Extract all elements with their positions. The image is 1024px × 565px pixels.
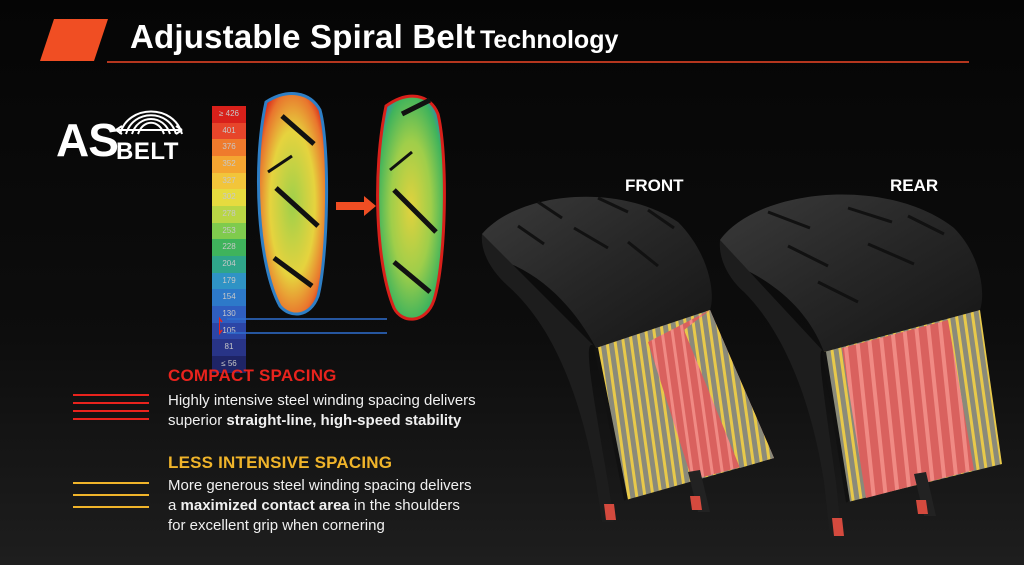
- heatmap-height-indicator: [219, 317, 387, 335]
- title-rule: [107, 61, 969, 63]
- transition-arrow-icon: [336, 196, 376, 216]
- less-spacing-lines: [73, 482, 149, 514]
- scale-cell: 204: [212, 255, 246, 273]
- heatmap-before: [257, 92, 329, 316]
- less-line1: More generous steel winding spacing deli…: [168, 477, 472, 494]
- less-line2-bold: maximized contact area: [180, 497, 350, 514]
- header-accent-shape: [40, 19, 108, 61]
- scale-cell: ≥ 426: [212, 106, 246, 123]
- less-line2-pre: a: [168, 497, 181, 514]
- less-spacing-heading: LESS INTENSIVE SPACING: [168, 453, 393, 472]
- less-spacing-description: More generous steel winding spacing deli…: [168, 476, 548, 536]
- front-tire-label: FRONT: [625, 176, 684, 195]
- front-tire: [481, 196, 774, 522]
- compact-line1: Highly intensive steel winding spacing d…: [168, 392, 476, 409]
- scale-cell: 179: [212, 272, 246, 290]
- compact-spacing-heading: COMPACT SPACING: [168, 366, 337, 385]
- logo-belt-text: BELT: [116, 138, 179, 165]
- compact-spacing-description: Highly intensive steel winding spacing d…: [168, 391, 528, 431]
- logo-as-text: AS: [56, 114, 119, 166]
- heatmap-after: [376, 94, 446, 321]
- scale-cell: 105: [212, 322, 246, 340]
- scale-cell: 302: [212, 189, 246, 206]
- scale-cell: 327: [212, 172, 246, 190]
- less-line3: for excellent grip when cornering: [168, 517, 385, 534]
- scale-cell: 81: [212, 339, 246, 356]
- rear-tire: [719, 194, 1002, 538]
- scale-cell: 253: [212, 222, 246, 240]
- belt-arc-icon: [115, 110, 183, 135]
- scale-cell: 401: [212, 122, 246, 140]
- contact-patch-heatmaps: [257, 92, 446, 321]
- scale-cell: 228: [212, 239, 246, 256]
- compact-line2: superior straight-line, high-speed stabi…: [168, 411, 528, 431]
- compact-line2-bold: straight-line, high-speed stability: [226, 412, 462, 429]
- scale-cell: 352: [212, 155, 246, 173]
- rear-tread-grooves: [767, 206, 945, 304]
- title-main: Adjustable Spiral Belt: [130, 18, 476, 55]
- compact-spacing-lines: [73, 394, 149, 426]
- scale-cell: 154: [212, 289, 246, 306]
- scale-cell: 278: [212, 205, 246, 223]
- scale-cell: ≤ 56: [212, 355, 246, 373]
- tire-cutaway-illustrations: [481, 194, 1002, 538]
- less-line2-post: in the shoulders: [349, 497, 460, 514]
- title-sub: Technology: [479, 26, 619, 54]
- asbelt-logo: [52, 100, 192, 170]
- front-tread-grooves: [517, 196, 675, 268]
- rear-tire-label: REAR: [890, 176, 939, 195]
- page-title: Adjustable Spiral Belt Technology: [130, 18, 618, 56]
- less-line2: a maximized contact area in the shoulder…: [168, 496, 548, 516]
- compact-line2-pre: superior: [168, 412, 227, 429]
- scale-cell: 376: [212, 139, 246, 156]
